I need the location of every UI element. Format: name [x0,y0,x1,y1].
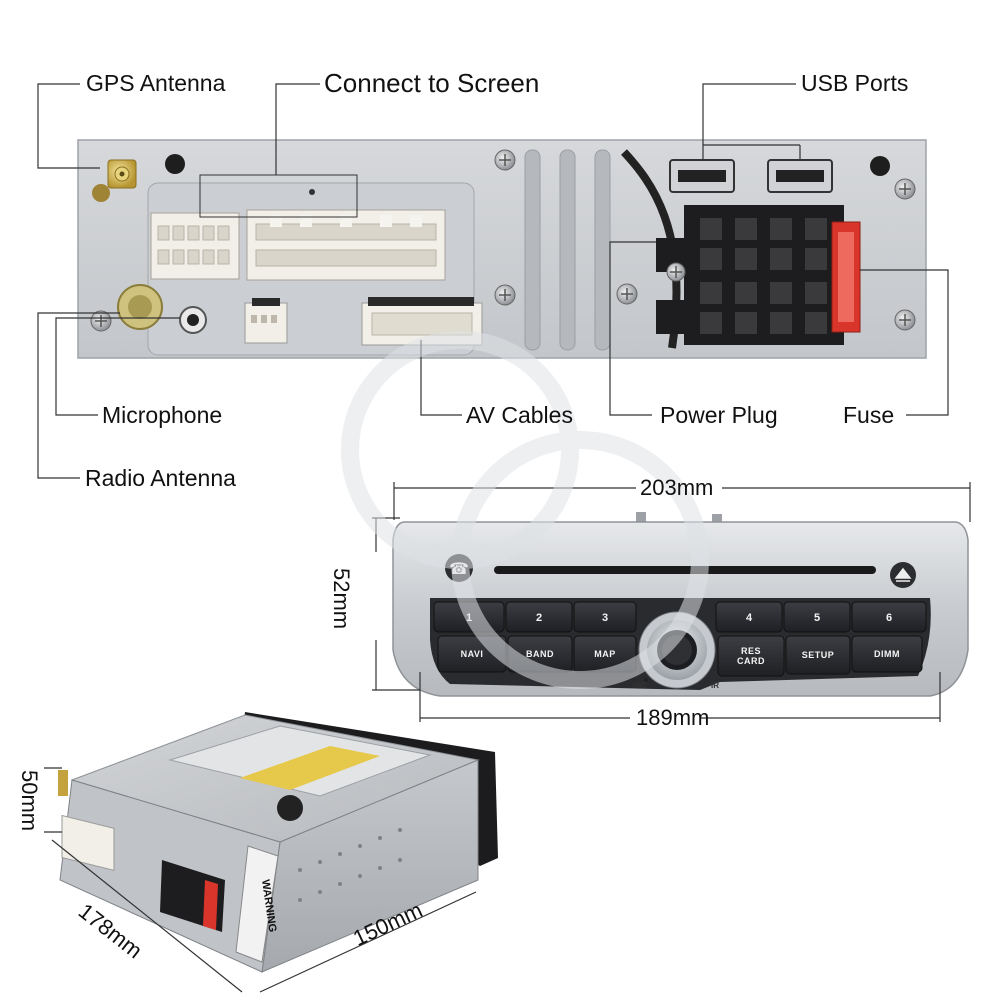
screen-connector-small [150,212,240,280]
screw [894,309,916,331]
eject-button[interactable] [890,562,916,588]
power-plug [656,205,844,345]
gps-antenna-connector [92,159,137,202]
microphone-label: Microphone [102,402,223,428]
fuse-label: Fuse [843,402,895,428]
rear-fuse [203,880,218,930]
usb-ports-label: USB Ports [801,70,909,96]
screw [494,149,516,171]
dim-front-width-bottom: 189mm [636,705,710,730]
av-cables-label: AV Cables [466,402,573,428]
ir-label: IR [711,681,719,690]
function-button-dimm[interactable]: DIMM [851,635,923,673]
function-button-setup[interactable]: SETUP [785,635,851,675]
screw [494,284,516,306]
preset-button-label: 6 [886,612,892,624]
screw [616,283,638,305]
bracket-tab [712,514,722,528]
warning-sticker: WARNING [235,845,279,963]
gps-antenna-label: GPS Antenna [86,70,226,96]
preset-button-5[interactable]: 5 [783,601,851,633]
preset-button-6[interactable]: 6 [851,601,927,633]
preset-button-label: 5 [814,612,820,624]
small-connector [244,298,288,344]
label-seal [277,795,303,821]
preset-button-4[interactable]: 4 [715,601,783,633]
screw [894,178,916,200]
mount-hole [870,156,890,176]
preset-button-label: 4 [746,612,753,624]
top-label-stripe [240,746,380,790]
screw [90,310,112,332]
usb-port [669,159,735,193]
fuse [831,221,861,333]
radio-antenna-label: Radio Antenna [85,465,236,491]
connect-to-screen-label: Connect to Screen [324,68,540,98]
side-vents [298,828,402,902]
mount-hole [165,154,185,174]
dim-front-width-top: 203mm [640,475,714,500]
function-button-label: CARD [737,656,765,666]
power-plug-label: Power Plug [660,402,778,428]
screen-connector-large [246,209,446,281]
dim-front-height: 52mm [329,568,354,630]
screw [666,262,686,282]
function-button-label: DIMM [874,649,900,659]
mount-hole [309,189,315,195]
dim-body-height: 50mm [17,770,42,832]
microphone-jack [179,306,207,334]
gps-antenna-connector [58,770,68,796]
function-button-label: RES [741,646,761,656]
screen-callout-frame [199,174,358,218]
function-button-label: SETUP [802,650,835,660]
rear-connector-white [61,814,115,872]
